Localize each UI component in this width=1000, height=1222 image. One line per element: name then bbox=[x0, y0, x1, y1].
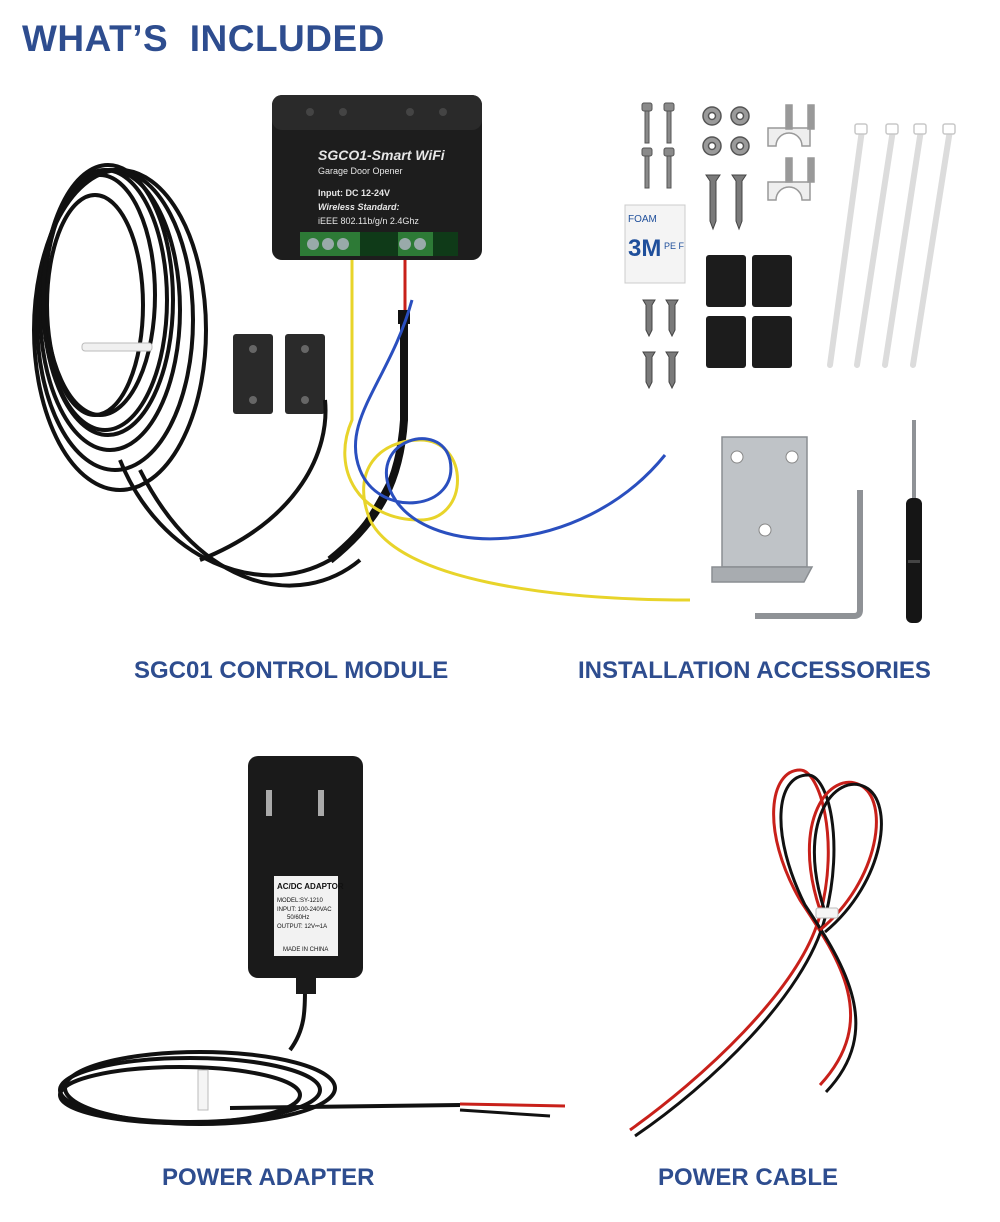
module-wireless-label: Wireless Standard: bbox=[318, 202, 399, 212]
caption-control-module: SGC01 CONTROL MODULE bbox=[134, 657, 449, 684]
power-cable-black bbox=[634, 773, 858, 1138]
module-name: SGCO1-Smart WiFi bbox=[318, 147, 446, 163]
adapter-body: AC/DC ADAPTOR MODEL:SY-1210 INPUT: 100-2… bbox=[248, 756, 363, 994]
machine-screws bbox=[641, 102, 675, 189]
tape-pe-text: PE F bbox=[664, 241, 685, 251]
module-subtitle: Garage Door Opener bbox=[318, 166, 403, 176]
page-title: WHAT’S INCLUDED bbox=[22, 18, 385, 59]
screwdriver bbox=[906, 420, 922, 623]
cable-tie bbox=[81, 342, 153, 352]
adapter-input: INPUT: 100-240VAC bbox=[277, 907, 332, 913]
module-input: Input: DC 12-24V bbox=[318, 188, 390, 198]
adapter-cable-coil bbox=[58, 989, 461, 1126]
module-cable bbox=[327, 320, 408, 564]
caption-power-cable: POWER CABLE bbox=[658, 1164, 838, 1191]
adapter-heading: AC/DC ADAPTOR bbox=[277, 882, 344, 891]
power-cable-red bbox=[629, 768, 853, 1132]
adapter-origin: MADE IN CHINA bbox=[283, 947, 328, 953]
hex-key bbox=[755, 490, 863, 619]
adapter-cable-tie bbox=[197, 1069, 209, 1111]
power-cable-tie bbox=[815, 907, 839, 919]
blue-wire bbox=[354, 299, 667, 541]
caption-installation-accessories: INSTALLATION ACCESSORIES bbox=[578, 657, 931, 684]
adapter-model: MODEL:SY-1210 bbox=[277, 898, 323, 904]
coiled-cable bbox=[32, 163, 402, 588]
l-bracket bbox=[711, 436, 814, 583]
tape-brand-text: 3M bbox=[628, 235, 661, 262]
tape-foam-text: FOAM bbox=[628, 214, 657, 225]
zip-ties bbox=[827, 127, 953, 368]
module-wireless-value: iEEE 802.11b/g/n 2.4Ghz bbox=[318, 216, 419, 226]
caption-power-adapter: POWER ADAPTER bbox=[162, 1164, 375, 1191]
nuts bbox=[702, 106, 750, 156]
wood-screws bbox=[642, 174, 747, 390]
cable-clips bbox=[767, 104, 815, 201]
adapter-output: OUTPUT: 12V⎓1A bbox=[277, 924, 327, 930]
control-module-box: SGCO1-Smart WiFi Garage Door Opener Inpu… bbox=[272, 95, 482, 260]
foam-tape: FOAM 3M PE F bbox=[624, 204, 686, 284]
adapter-freq: 50/60Hz bbox=[287, 915, 309, 921]
rubber-pads bbox=[706, 255, 792, 368]
reed-switch bbox=[199, 334, 328, 562]
